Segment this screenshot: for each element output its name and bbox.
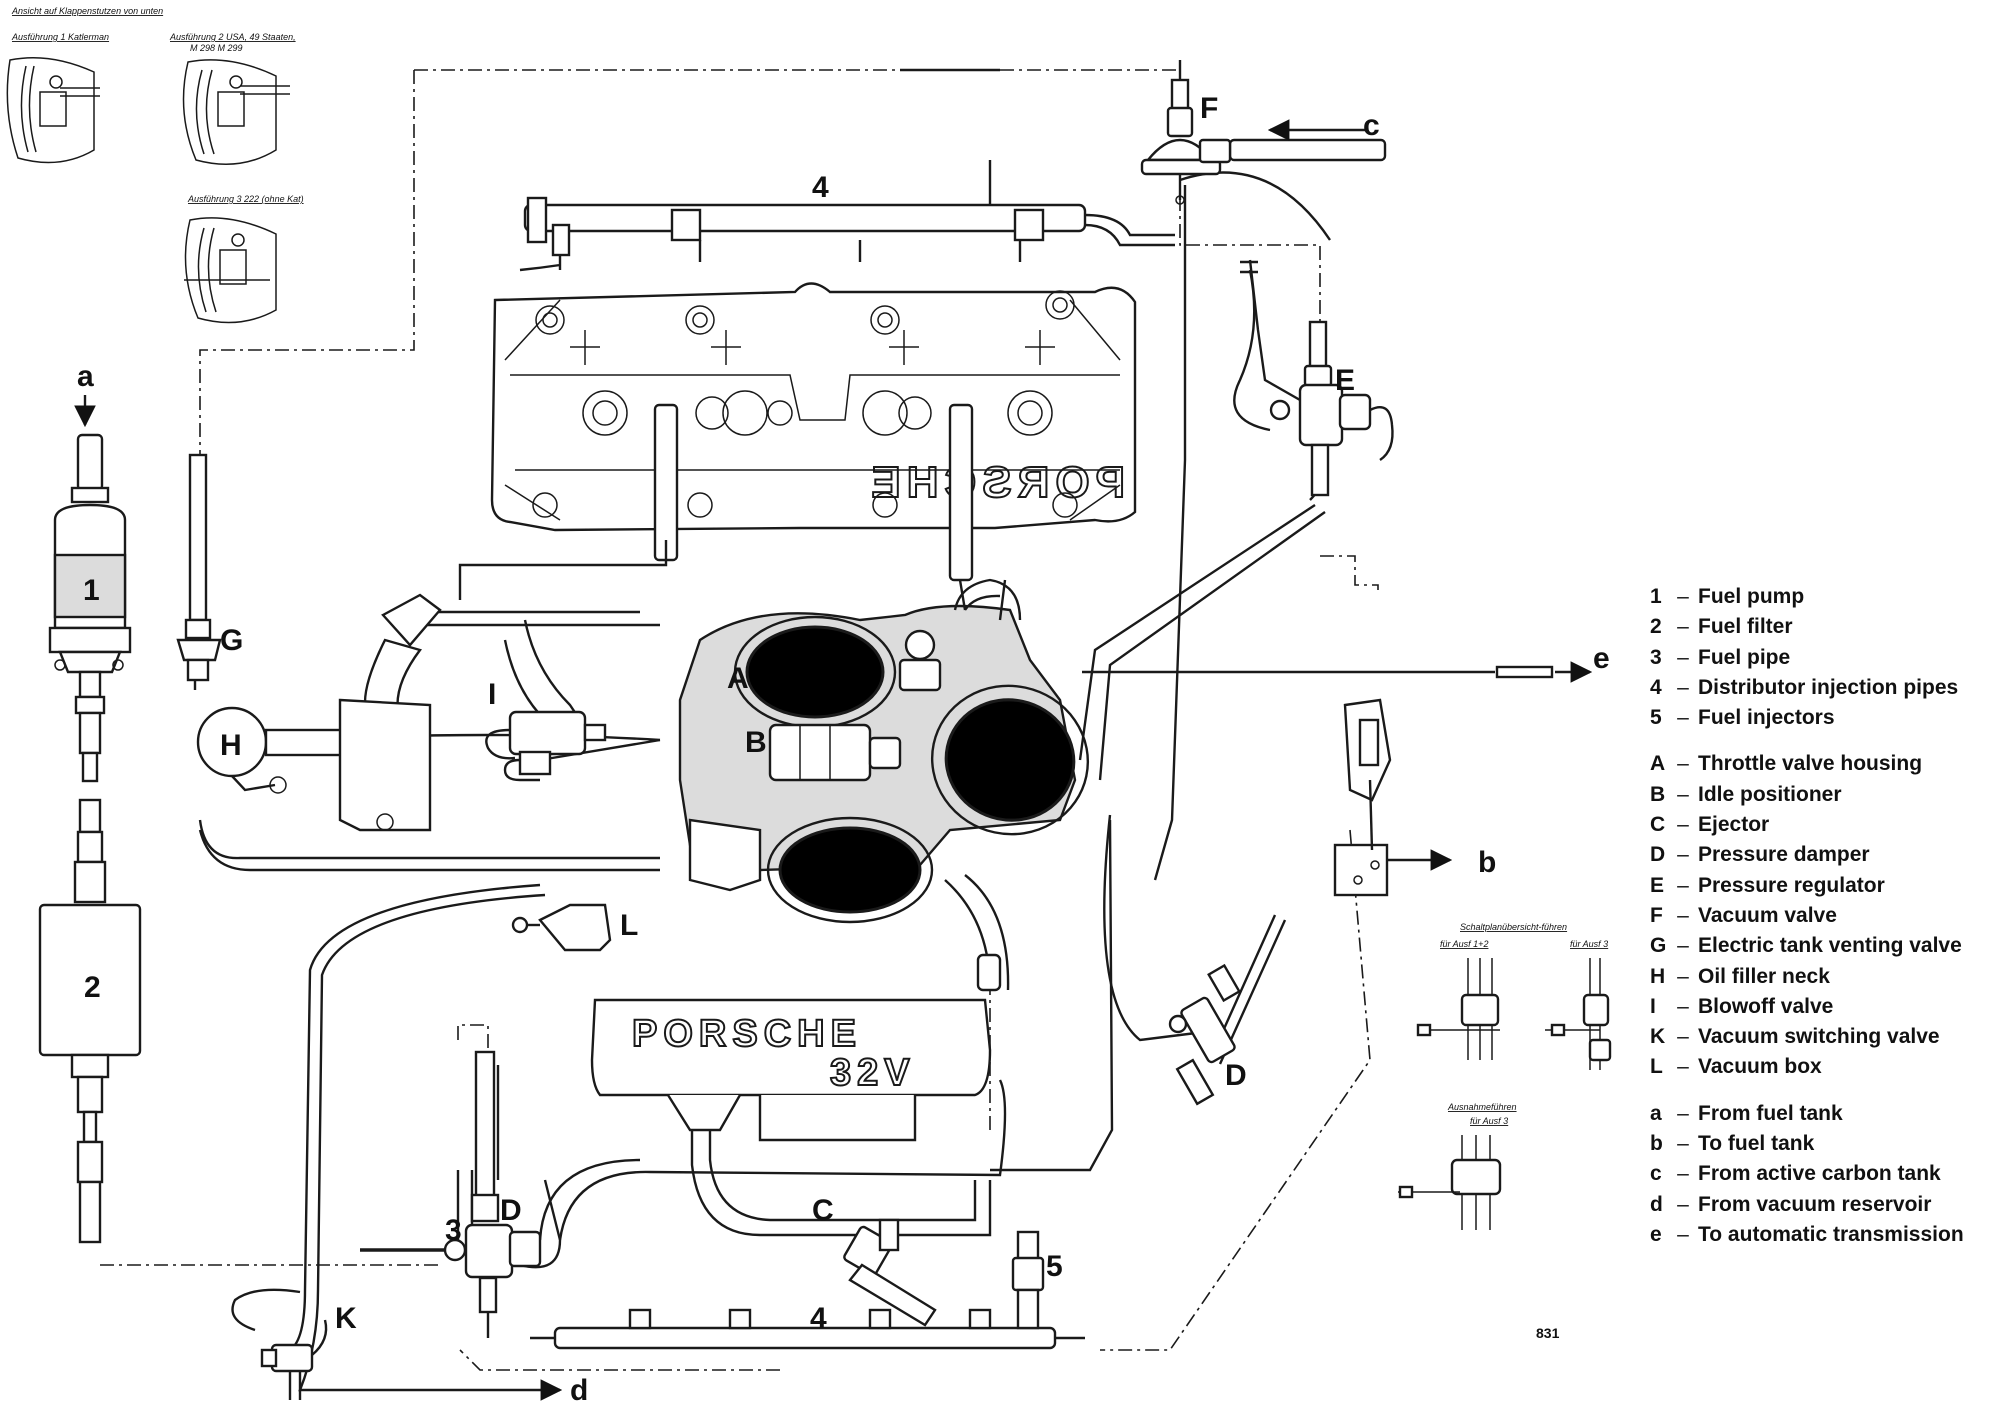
pressure-damper-D-left (443, 1050, 542, 1338)
legend-row: G–Electric tank venting valve (1650, 934, 1962, 958)
distributor-rail-bottom (530, 1308, 1085, 1350)
callout-d: d (570, 1374, 588, 1407)
callout-2: 2 (84, 971, 101, 1004)
header-title: Ansicht auf Klappenstutzen von unten (11, 6, 163, 16)
legend-row: 4–Distributor injection pipes (1650, 675, 1959, 699)
variant-3-label: Ausführung 3 222 (ohne Kat) (187, 194, 304, 204)
variant-2-label-line2: M 298 M 299 (190, 43, 243, 53)
callout-a: a (77, 360, 94, 393)
inset-right-label: für Ausf 3 (1570, 939, 1608, 949)
inset-schematic: Schaltplanübersicht-führen für Ausf 1+2 … (1398, 922, 1612, 1230)
ejector-C (843, 1218, 937, 1327)
legend-row: I–Blowoff valve (1650, 994, 1834, 1018)
cam-cover-bottom: PORSCHE 32V (590, 998, 992, 1142)
legend-row: 2–Fuel filter (1650, 615, 1793, 639)
variant-1-label: Ausführung 1 Katlerman (11, 32, 109, 42)
legend: 1–Fuel pump 2–Fuel filter 3–Fuel pipe 4–… (1650, 582, 1990, 1266)
inset-bottom-label: für Ausf 3 (1470, 1116, 1508, 1126)
inset-left-label: für Ausf 1+2 (1440, 939, 1488, 949)
inset-bottom-title: Ausnahmeführen (1447, 1102, 1517, 1112)
legend-row: E–Pressure regulator (1650, 873, 1885, 897)
callout-b: b (1478, 846, 1496, 879)
variant-3-sketch (184, 217, 277, 324)
callout-E: E (1335, 364, 1355, 397)
callout-D-right: D (1225, 1059, 1247, 1092)
legend-row: 1–Fuel pump (1650, 585, 1805, 608)
oil-filler-neck-H (196, 698, 432, 832)
callout-C: C (812, 1194, 834, 1227)
legend-row: d–From vacuum reservoir (1650, 1192, 1932, 1216)
legend-row: D–Pressure damper (1650, 843, 1870, 867)
inset-title: Schaltplanübersicht-führen (1460, 922, 1567, 932)
callout-e: e (1593, 642, 1610, 675)
legend-row: L–Vacuum box (1650, 1055, 1822, 1079)
pressure-regulator-E (1240, 259, 1394, 497)
callout-I: I (488, 678, 496, 711)
callout-D-left: D (500, 1194, 522, 1227)
tank-venting-valve-G (176, 453, 222, 682)
variant-2-label-line1: Ausführung 2 USA, 49 Staaten, (169, 32, 296, 42)
fuel-pump-1 (48, 395, 132, 783)
pressure-damper-D-right (1168, 963, 1241, 1106)
legend-row: b–To fuel tank (1650, 1132, 1815, 1156)
top-cover-marking: PORSCHE (865, 458, 1125, 507)
legend-row: 3–Fuel pipe (1650, 645, 1791, 669)
bottom-cover-marking-2: 32V (830, 1052, 916, 1094)
vacuum-valve-F (1140, 78, 1232, 205)
cam-cover-top: PORSCHE (458, 282, 1137, 600)
throttle-valve-housing (678, 578, 1090, 992)
callout-F: F (1200, 92, 1218, 125)
legend-row: K–Vacuum switching valve (1650, 1025, 1940, 1049)
legend-row: B–Idle positioner (1650, 782, 1842, 806)
legend-connections: a–From fuel tank b–To fuel tank c–From a… (1650, 1099, 1990, 1250)
legend-components: A–Throttle valve housing B–Idle position… (1650, 749, 1990, 1082)
callout-3: 3 (445, 1214, 462, 1247)
variant-1-sketch (6, 56, 100, 164)
legend-row: a–From fuel tank (1650, 1101, 1843, 1125)
legend-row: A–Throttle valve housing (1650, 752, 1923, 776)
fuel-filter-2 (38, 798, 142, 1244)
bottom-cover-marking-1: PORSCHE (632, 1013, 862, 1055)
callout-1: 1 (83, 574, 100, 607)
vacuum-box-L (511, 903, 612, 952)
legend-row: e–To automatic transmission (1650, 1222, 1964, 1246)
callout-K: K (335, 1302, 357, 1335)
callout-H: H (220, 729, 242, 762)
legend-row: c–From active carbon tank (1650, 1162, 1941, 1186)
vacuum-switching-valve-K (231, 1288, 328, 1400)
callout-G: G (220, 624, 243, 657)
legend-numbered: 1–Fuel pump 2–Fuel filter 3–Fuel pipe 4–… (1650, 582, 1990, 733)
blowoff-valve-I (485, 710, 607, 776)
page-number: 831 (1536, 1325, 1560, 1341)
fuel-injector-5 (1011, 1230, 1045, 1330)
return-bracket (1333, 698, 1453, 897)
callout-5: 5 (1046, 1250, 1063, 1283)
legend-row: H–Oil filler neck (1650, 964, 1830, 988)
legend-row: 5–Fuel injectors (1650, 706, 1835, 730)
callout-B: B (745, 726, 767, 759)
legend-row: C–Ejector (1650, 813, 1770, 837)
legend-row: F–Vacuum valve (1650, 903, 1837, 927)
distributor-rail-top (519, 160, 1175, 272)
callout-4-top: 4 (812, 171, 829, 204)
callout-c: c (1363, 109, 1380, 142)
callout-4-bottom: 4 (810, 1302, 827, 1335)
callout-L: L (620, 909, 638, 942)
callout-A: A (727, 662, 749, 695)
variant-2-sketch (182, 59, 290, 165)
